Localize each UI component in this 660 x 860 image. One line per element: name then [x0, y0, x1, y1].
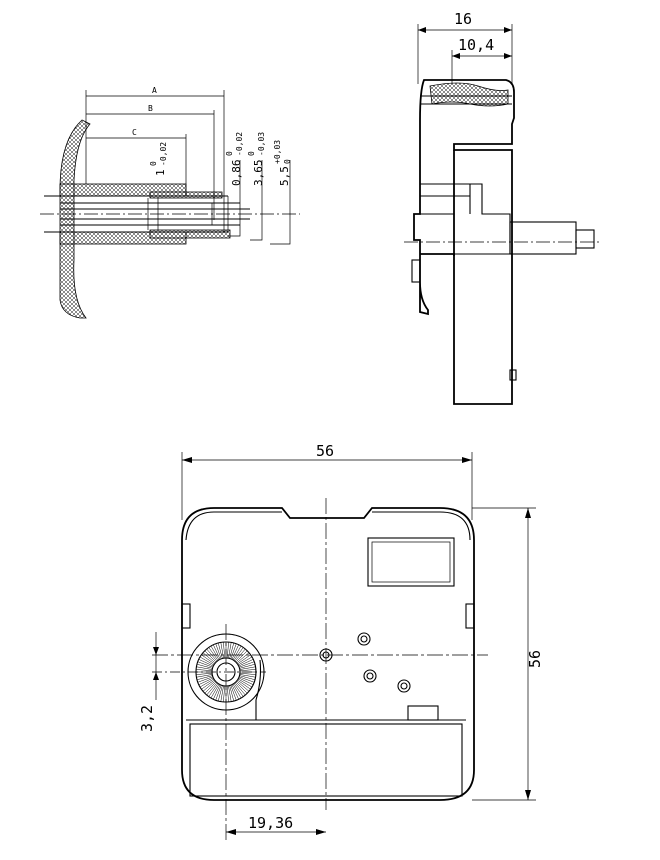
dim-height: 56	[526, 650, 544, 668]
dim-a: A	[85, 86, 225, 232]
svg-text:0: 0	[283, 159, 292, 164]
movement-body	[181, 507, 475, 801]
boss-2	[363, 669, 377, 683]
svg-text:-0,02: -0,02	[235, 132, 244, 156]
dim-depth: 16	[454, 10, 472, 28]
shaft	[509, 221, 577, 255]
tol-4: 5,5 +0,03 0	[273, 140, 292, 186]
svg-text:0: 0	[149, 161, 158, 166]
svg-text:5,5: 5,5	[278, 166, 291, 186]
tol-2: 0,86 0 -0,02	[225, 132, 244, 186]
dim-c: C	[86, 128, 187, 196]
svg-text:+0,03: +0,03	[273, 140, 282, 164]
dim-width: 56	[316, 442, 334, 460]
label-c: C	[132, 128, 137, 137]
dim-horizontal-offset: 19,36	[248, 814, 293, 832]
section-view: A B C 1 0 -0,02 0,86 0 -0,02 3,65 0	[40, 86, 300, 319]
dim-center-offset: 3,2	[138, 705, 156, 732]
label-b: B	[148, 104, 153, 113]
tol-1: 1 0 -0,02	[149, 142, 168, 176]
dim-shaft-offset: 10,4	[458, 36, 494, 54]
svg-text:3,65: 3,65	[252, 160, 265, 187]
label-window	[367, 537, 455, 587]
svg-text:-0,02: -0,02	[159, 142, 168, 166]
dial-wall	[59, 119, 91, 319]
svg-text:1: 1	[154, 169, 167, 176]
side-view: 16 10,4	[404, 10, 600, 405]
svg-text:0: 0	[247, 151, 256, 156]
boss-1	[357, 632, 371, 646]
boss-3	[397, 679, 411, 693]
tol-3: 3,65 0 -0,03	[247, 132, 266, 186]
label-a: A	[152, 86, 157, 95]
svg-text:-0,03: -0,03	[257, 132, 266, 156]
dim-b: B	[86, 104, 215, 220]
front-view: 56 56	[138, 442, 544, 840]
svg-text:0,86: 0,86	[230, 160, 243, 187]
svg-text:0: 0	[225, 151, 234, 156]
